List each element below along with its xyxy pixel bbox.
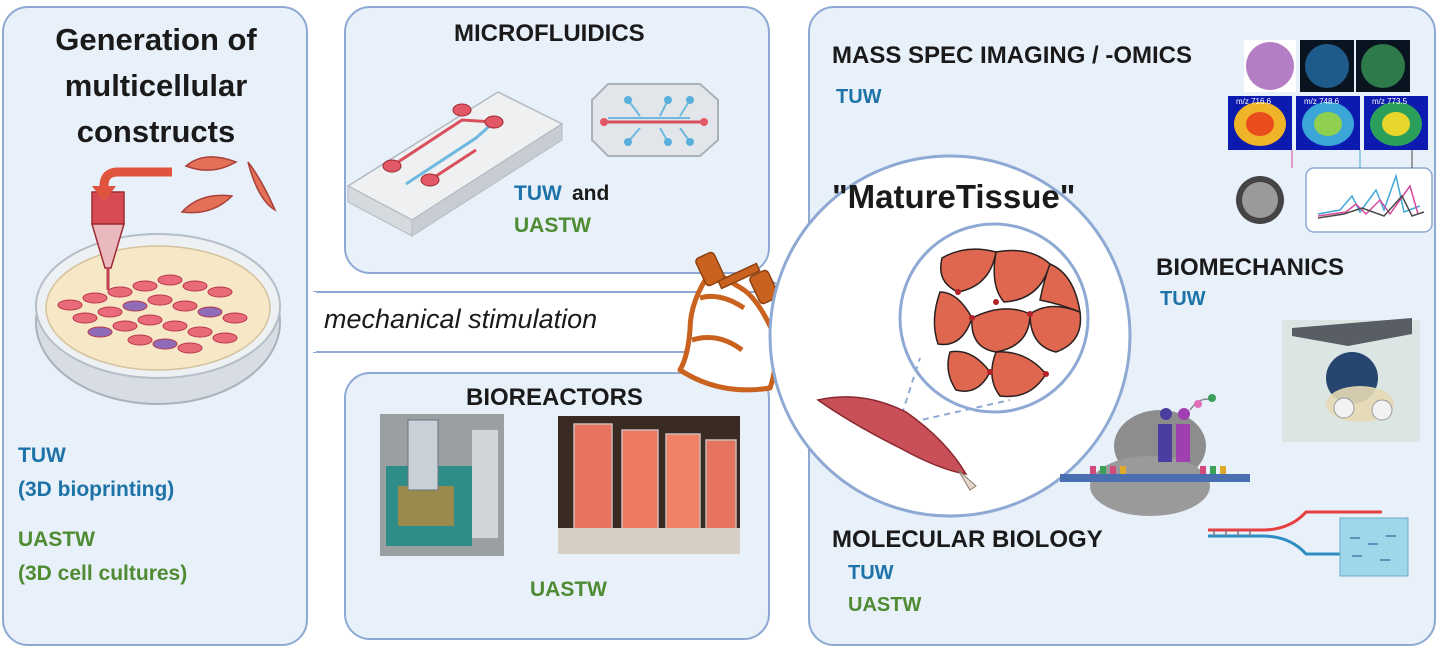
mz-label-3: m/z 773.5 <box>1372 97 1408 106</box>
loose-cells-icon <box>180 156 277 214</box>
microfluidics-tuw: TUW <box>514 182 562 205</box>
mature-tissue-circle <box>768 154 1132 518</box>
left-title-line-1: Generation of <box>55 22 257 57</box>
bioreactors-uastw: UASTW <box>530 578 607 601</box>
microfluidics-title: MICROFLUIDICS <box>454 20 645 47</box>
microfluidics-and: and <box>572 182 610 205</box>
molecular-biology-tuw: TUW <box>848 562 894 584</box>
left-uastw-detail: (3D cell cultures) <box>18 562 188 585</box>
biomechanics-title: BIOMECHANICS <box>1156 254 1345 281</box>
biomechanics-tuw: TUW <box>1160 288 1206 310</box>
mass-spec-title: MASS SPEC IMAGING / -OMICS <box>832 42 1193 69</box>
left-tuw-detail: (3D bioprinting) <box>18 478 175 501</box>
left-title-line-2: multicellular <box>64 68 248 103</box>
molecular-biology-title: MOLECULAR BIOLOGY <box>832 526 1103 553</box>
tissue-cells <box>933 248 1082 398</box>
microfluidic-chip-illustration <box>346 83 719 237</box>
mass-spec-images <box>1228 40 1433 233</box>
left-title-line-3: constructs <box>76 114 236 149</box>
left-uastw-label: UASTW <box>18 528 95 551</box>
cell-lattice <box>57 274 248 354</box>
petri-dish-illustration <box>35 156 281 405</box>
bioreactors-title: BIOREACTORS <box>466 384 643 411</box>
microfluidics-uastw: UASTW <box>514 214 591 237</box>
flexed-arm-dumbbell-icon <box>677 251 779 393</box>
afm-cantilever-illustration <box>1282 318 1420 442</box>
mature-tissue-title: "MatureTissue" <box>832 178 1076 215</box>
muscle-icon <box>816 396 968 475</box>
mz-label-2: m/z 748.6 <box>1304 97 1340 106</box>
molecular-biology-uastw: UASTW <box>848 594 922 616</box>
bioreactor-photos <box>380 414 740 556</box>
mass-spec-tuw: TUW <box>836 86 882 108</box>
left-tuw-label: TUW <box>18 444 66 467</box>
mz-label-1: m/z 716.6 <box>1236 97 1272 106</box>
mechanical-stimulation-label: mechanical stimulation <box>324 304 598 334</box>
